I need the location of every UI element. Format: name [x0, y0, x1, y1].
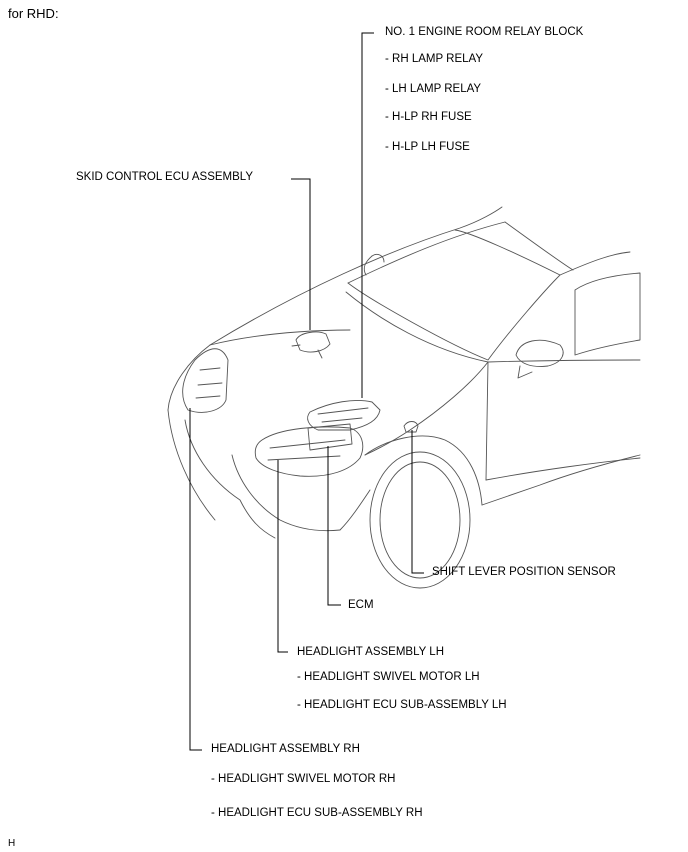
label-hlp-lh-fuse: - H-LP LH FUSE: [385, 141, 470, 153]
car-wheel-arch: [364, 435, 483, 506]
label-skid-ecu: SKID CONTROL ECU ASSEMBLY: [76, 171, 254, 183]
car-roof-rear: [559, 251, 631, 276]
label-ecm: ECM: [348, 599, 374, 611]
figure-code: H: [8, 838, 16, 849]
headlight-lh-shape: [254, 426, 364, 477]
car-a-pillar: [504, 221, 574, 271]
label-rh-lamp-relay: - RH LAMP RELAY: [385, 53, 483, 65]
car-windshield: [347, 229, 561, 361]
leader-relay-block: [361, 32, 374, 398]
label-headlight-lh: HEADLIGHT ASSEMBLY LH: [297, 646, 445, 658]
car-front-grille: [184, 419, 276, 539]
ecm-shape: [307, 423, 353, 451]
relay-block-shape: [307, 400, 381, 431]
label-ecu-sub-lh: - HEADLIGHT ECU SUB-ASSEMBLY LH: [297, 699, 507, 711]
label-swivel-lh: - HEADLIGHT SWIVEL MOTOR LH: [297, 671, 480, 683]
label-hlp-rh-fuse: - H-LP RH FUSE: [385, 111, 472, 123]
label-relay-block: NO. 1 ENGINE ROOM RELAY BLOCK: [385, 26, 584, 38]
label-shift-sensor: SHIFT LEVER POSITION SENSOR: [432, 566, 616, 578]
car-hood-edge: [209, 206, 503, 346]
car-wheel: [369, 451, 471, 589]
car-fender: [364, 361, 489, 456]
leader-headlight-lh: [277, 460, 288, 653]
leader-shift-sensor: [411, 430, 424, 574]
headlight-rh-shape: [182, 348, 229, 413]
car-mirror: [515, 339, 564, 367]
diagram-title: for RHD:: [8, 6, 59, 21]
label-ecu-sub-rh: - HEADLIGHT ECU SUB-ASSEMBLY RH: [211, 807, 423, 819]
label-lh-lamp-relay: - LH LAMP RELAY: [385, 83, 482, 95]
shift-sensor-shape: [403, 421, 419, 433]
leader-skid-ecu: [291, 178, 311, 330]
skid-ecu-shape: [295, 331, 331, 353]
label-swivel-rh: - HEADLIGHT SWIVEL MOTOR RH: [211, 773, 396, 785]
label-headlight-rh: HEADLIGHT ASSEMBLY RH: [211, 743, 360, 755]
car-side-window: [574, 272, 641, 356]
leader-headlight-rh: [189, 408, 202, 751]
leader-ecm: [327, 446, 341, 606]
car-roof-line: [347, 221, 506, 284]
